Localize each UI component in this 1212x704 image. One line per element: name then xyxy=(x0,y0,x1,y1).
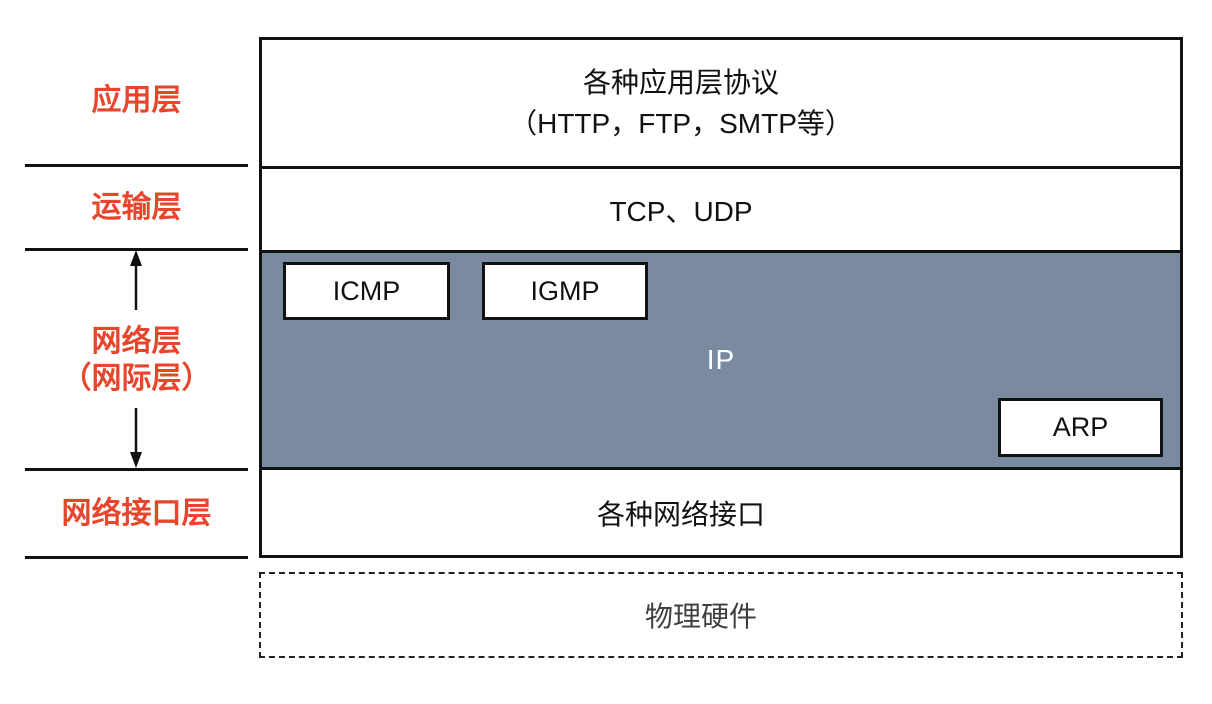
network-layer-span-arrows-icon xyxy=(130,250,142,468)
rail-divider-3 xyxy=(25,468,248,471)
igmp-protocol-box: IGMP xyxy=(482,262,648,320)
layer-label-application: 应用层 xyxy=(25,37,248,163)
layer-label-network-line1: 网络层 xyxy=(91,324,182,358)
ip-protocol-label: IP xyxy=(706,344,736,375)
icmp-protocol-label: ICMP xyxy=(332,275,401,306)
application-protocols-line1: 各种应用层协议 xyxy=(582,67,779,98)
application-protocols-text: 各种应用层协议 （HTTP，FTP，SMTP等） xyxy=(509,62,853,144)
layer-label-interface-text: 网络接口层 xyxy=(61,497,212,530)
physical-hardware-box: 物理硬件 xyxy=(259,572,1183,658)
layer-label-interface: 网络接口层 xyxy=(25,471,248,556)
interface-layer-row: 各种网络接口 xyxy=(262,467,1180,555)
interface-layer-text: 各种网络接口 xyxy=(596,498,765,530)
transport-layer-row: TCP、UDP xyxy=(262,166,1180,250)
rail-divider-1 xyxy=(25,164,248,167)
transport-protocols-text: TCP、UDP xyxy=(609,195,753,227)
rail-divider-2 xyxy=(25,248,248,251)
arp-protocol-box: ARP xyxy=(998,398,1163,457)
layer-label-network: 网络层 （网际层） xyxy=(25,251,248,468)
application-layer-row: 各种应用层协议 （HTTP，FTP，SMTP等） xyxy=(262,40,1180,166)
layer-label-transport-text: 运输层 xyxy=(91,191,182,224)
physical-hardware-label: 物理硬件 xyxy=(644,601,757,632)
rail-divider-4 xyxy=(25,556,248,559)
application-protocols-line2: （HTTP，FTP，SMTP等） xyxy=(509,108,853,139)
layer-label-network-line2: （网际层） xyxy=(61,361,212,395)
layer-label-application-text: 应用层 xyxy=(91,83,182,117)
layer-label-transport: 运输层 xyxy=(25,167,248,248)
icmp-protocol-box: ICMP xyxy=(283,262,450,320)
igmp-protocol-label: IGMP xyxy=(530,275,600,306)
arp-protocol-label: ARP xyxy=(1052,412,1109,442)
